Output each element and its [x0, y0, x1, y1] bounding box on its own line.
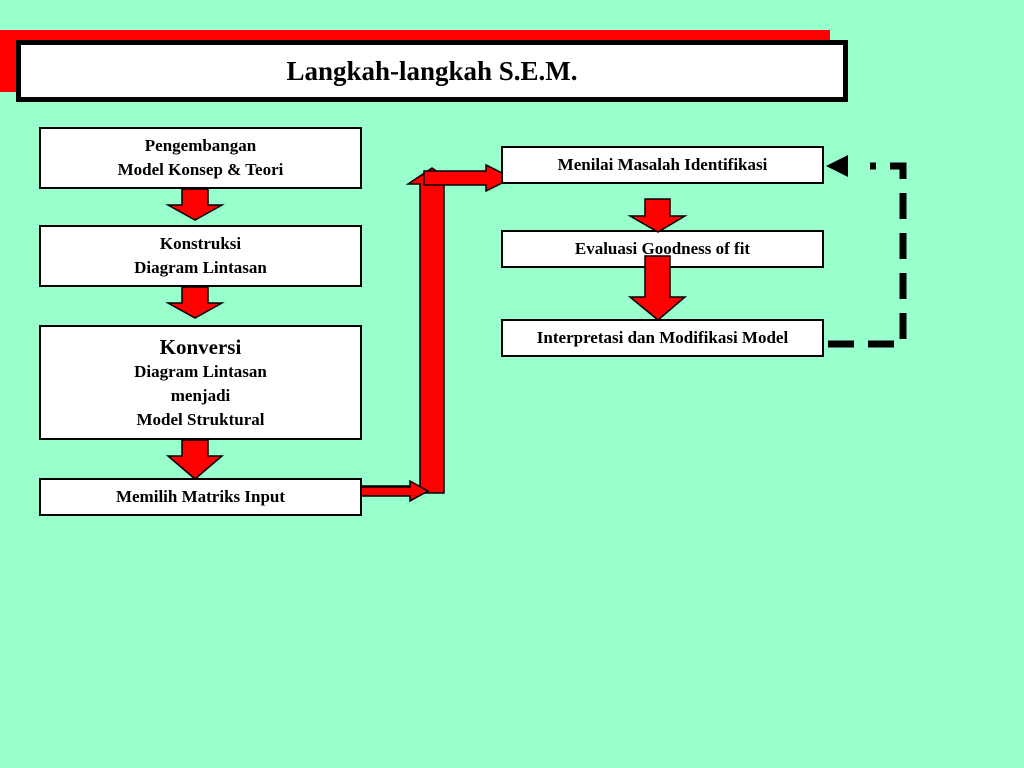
step-text: Konstruksi — [159, 234, 242, 253]
step-text: Evaluasi Goodness of fit — [574, 239, 751, 258]
step-text: Model Struktural — [136, 409, 265, 429]
title-frame: Langkah-langkah S.E.M. — [16, 40, 848, 102]
down-arrow-icon — [165, 188, 225, 221]
step-path-diagram: Konstruksi Diagram Lintasan — [39, 225, 362, 287]
step-text: Model Konsep & Teori — [117, 160, 284, 179]
down-arrow-icon — [627, 255, 688, 321]
connector-arrow-icon — [359, 167, 459, 494]
step-text: Pengembangan — [144, 136, 257, 155]
connector-arrow-icon — [423, 163, 514, 193]
step-text: Diagram Lintasan — [134, 258, 267, 277]
step-text: Konversi — [159, 334, 242, 359]
step-conversion: Konversi Diagram Lintasan menjadi Model … — [39, 325, 362, 440]
step-identification: Menilai Masalah Identifikasi — [501, 146, 824, 184]
step-model-development: Pengembangan Model Konsep & Teori — [39, 127, 362, 189]
down-arrow-icon — [627, 198, 688, 233]
step-text: Menilai Masalah Identifikasi — [557, 155, 768, 174]
page-title: Langkah-langkah S.E.M. — [19, 43, 845, 99]
step-text: Diagram Lintasan — [134, 361, 267, 381]
connector-arrow-icon — [359, 479, 430, 503]
step-text: menjadi — [170, 385, 231, 405]
down-arrow-icon — [165, 439, 225, 480]
step-input-matrix: Memilih Matriks Input — [39, 478, 362, 516]
step-text: Memilih Matriks Input — [115, 487, 286, 506]
step-goodness-of-fit: Evaluasi Goodness of fit — [501, 230, 824, 268]
step-interpretation: Interpretasi dan Modifikasi Model — [501, 319, 824, 357]
step-text: Interpretasi dan Modifikasi Model — [536, 328, 789, 347]
down-arrow-icon — [165, 286, 225, 319]
